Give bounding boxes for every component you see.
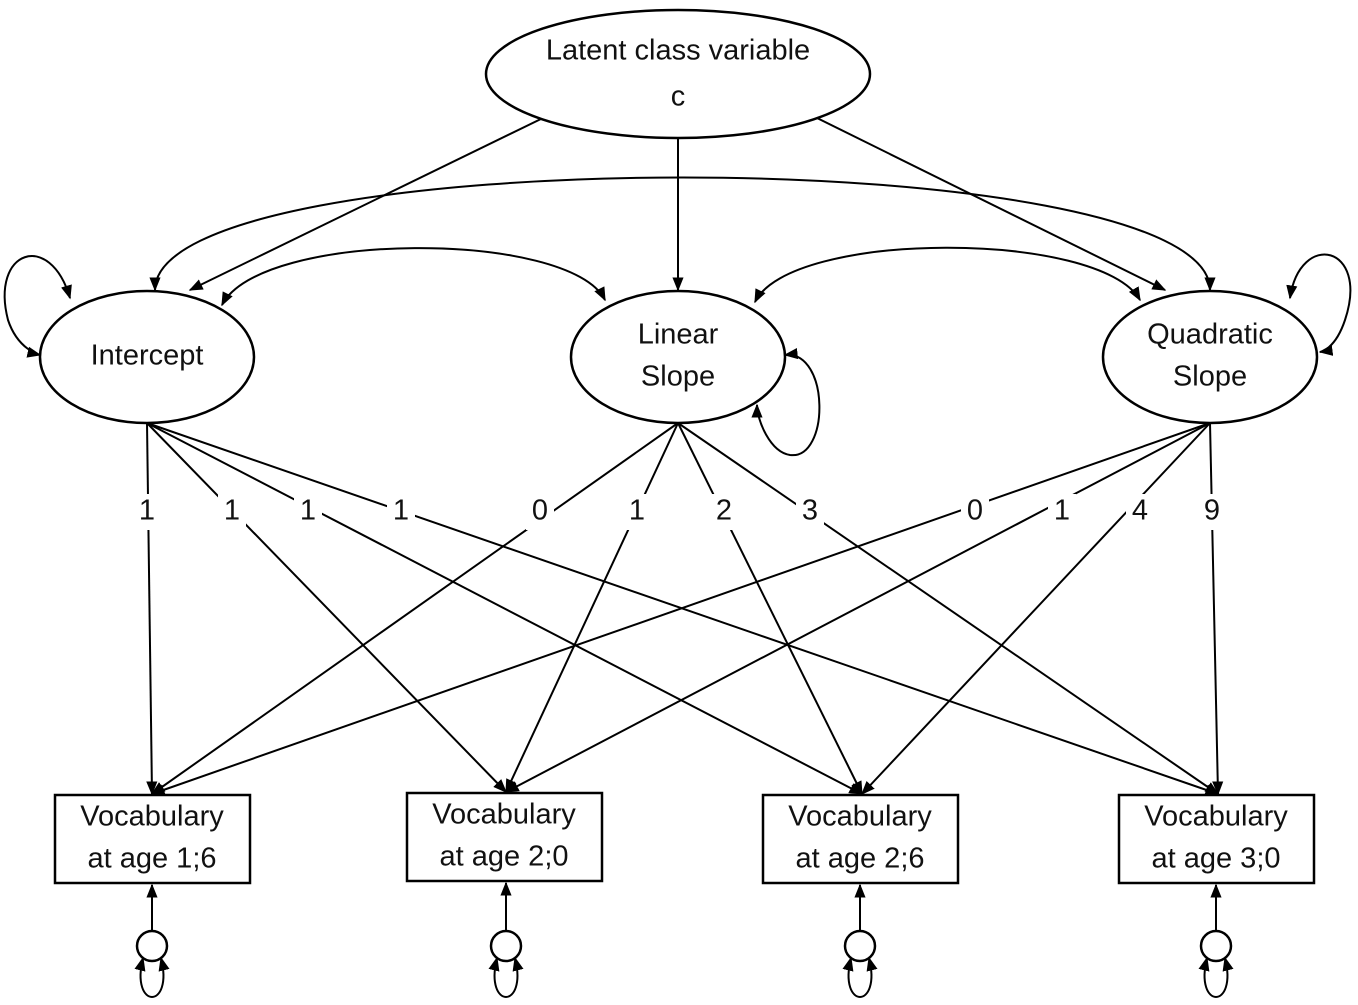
observed-label-line2: at age 2;6 — [796, 843, 925, 875]
observed-label-line2: at age 2;0 — [440, 841, 569, 873]
loading-label-background — [526, 494, 554, 530]
loading-label-background — [710, 494, 738, 530]
observed-vocabulary-2-0: Vocabulary at age 2;0 — [405, 791, 604, 883]
variance-intercept — [3, 255, 72, 358]
loading-label-background — [623, 494, 651, 530]
observed-label-line1: Vocabulary — [432, 799, 576, 831]
quadratic-slope-label-line2: Slope — [1173, 361, 1247, 393]
loading-path-intercept-1 — [146, 422, 158, 796]
loading-label-intercept-4: 1 — [393, 495, 409, 527]
loading-label-background — [961, 494, 989, 530]
loading-path-linear-3 — [677, 422, 863, 796]
loading-path-quadratic-1 — [150, 422, 1211, 796]
loading-labels: 1 1 1 1 0 1 2 3 0 1 4 9 — [133, 494, 1226, 530]
latent-class-label-line1: Latent class variable — [546, 35, 810, 67]
loading-label-background — [294, 494, 322, 530]
covariance-intercept-quadratic — [149, 176, 1216, 292]
loading-path-linear-1 — [150, 422, 679, 795]
observed-vocabulary-2-6: Vocabulary at age 2;6 — [761, 793, 960, 885]
loading-label-background — [218, 494, 246, 530]
path-class-to-intercept — [188, 116, 546, 291]
intercept-label: Intercept — [91, 340, 204, 372]
linear-slope-label-line1: Linear — [638, 319, 719, 351]
observed-vocabulary-1-6: Vocabulary at age 1;6 — [53, 793, 252, 885]
residual-circle-1 — [135, 929, 169, 963]
loading-label-intercept-3: 1 — [300, 495, 316, 527]
loading-label-background — [1126, 494, 1154, 530]
loading-label-background — [1048, 494, 1076, 530]
path-arrows — [3, 116, 1352, 796]
observed-label-line1: Vocabulary — [80, 801, 224, 833]
residual-circle-2 — [489, 929, 523, 963]
residual-variance-loop-3 — [842, 956, 878, 998]
loading-label-background — [796, 494, 824, 530]
loading-path-linear-4 — [677, 422, 1220, 795]
observed-label-line2: at age 3;0 — [1152, 843, 1281, 875]
loading-label-linear-1: 0 — [532, 495, 548, 527]
quadratic-slope-factor-node: Quadratic Slope — [1101, 289, 1319, 425]
loading-path-intercept-2 — [146, 422, 507, 794]
observed-vocabulary-3-0: Vocabulary at age 3;0 — [1117, 793, 1316, 885]
covariance-linear-quadratic — [754, 246, 1141, 304]
observed-label-line2: at age 1;6 — [88, 843, 217, 875]
linear-slope-label-line2: Slope — [641, 361, 715, 393]
residual-circle-4 — [1199, 929, 1233, 963]
latent-class-node: Latent class variable c — [484, 8, 872, 140]
residual-variance-loop-4 — [1198, 956, 1234, 998]
observed-label-line1: Vocabulary — [1144, 801, 1288, 833]
variance-quadratic-slope — [1286, 253, 1352, 356]
variance-linear-slope — [751, 348, 821, 457]
loading-label-linear-2: 1 — [629, 495, 645, 527]
covariance-intercept-linear — [221, 247, 606, 307]
loading-path-intercept-3 — [146, 422, 864, 795]
loading-path-quadratic-4 — [1209, 422, 1224, 796]
residual-variance-loop-2 — [488, 956, 524, 998]
loading-label-linear-4: 3 — [802, 495, 818, 527]
latent-class-label-line2: c — [671, 81, 686, 113]
loading-path-quadratic-3 — [861, 422, 1211, 796]
loading-label-quadratic-1: 0 — [967, 495, 983, 527]
observed-label-line1: Vocabulary — [788, 801, 932, 833]
path-class-to-quadratic-slope — [814, 116, 1167, 291]
loading-label-background — [1198, 494, 1226, 530]
residual-circle-3 — [843, 929, 877, 963]
residual-terms — [134, 881, 1234, 998]
loading-label-quadratic-3: 4 — [1132, 495, 1148, 527]
loading-label-quadratic-2: 1 — [1054, 495, 1070, 527]
loading-label-background — [387, 494, 415, 530]
loading-label-quadratic-4: 9 — [1204, 495, 1220, 527]
loading-label-intercept-1: 1 — [139, 495, 155, 527]
loading-label-linear-3: 2 — [716, 495, 732, 527]
loading-label-background — [133, 494, 161, 530]
quadratic-slope-label-line1: Quadratic — [1147, 319, 1273, 351]
loading-label-intercept-2: 1 — [224, 495, 240, 527]
intercept-factor-node: Intercept — [38, 289, 256, 425]
linear-slope-factor-node: Linear Slope — [569, 289, 787, 425]
loading-path-quadratic-2 — [504, 422, 1211, 793]
loading-path-linear-2 — [505, 422, 679, 794]
residual-variance-loop-1 — [134, 956, 170, 998]
